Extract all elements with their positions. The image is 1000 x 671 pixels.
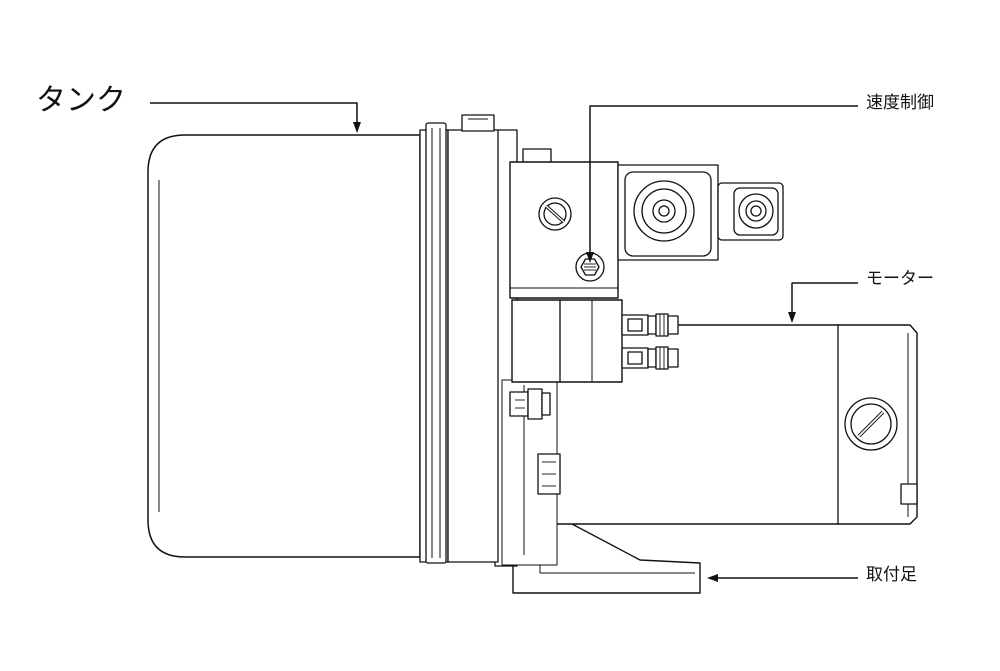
valve-block (509, 148, 619, 299)
mounting-bolts (509, 388, 561, 495)
motor-leader-line (791, 282, 858, 314)
tank-flange (419, 114, 499, 564)
filler-cap (461, 114, 495, 132)
tank-leader-line (150, 102, 358, 124)
motor-relay (511, 299, 679, 383)
solenoid-valve (617, 164, 784, 261)
tank-arrow-icon (353, 122, 361, 133)
leader-lines (150, 102, 858, 582)
tank (147, 134, 421, 558)
speed-control-leader-line (589, 105, 858, 254)
speed-control-label: 速度制御 (866, 93, 934, 113)
tank-label: タンク (36, 83, 126, 118)
motor-label: モーター (866, 269, 934, 289)
motor-arrow-icon (788, 312, 796, 323)
mounting-foot-label: 取付足 (866, 565, 917, 585)
foot-arrow-icon (707, 574, 718, 582)
speed-control-arrow-icon (586, 252, 594, 263)
motor (547, 324, 918, 525)
